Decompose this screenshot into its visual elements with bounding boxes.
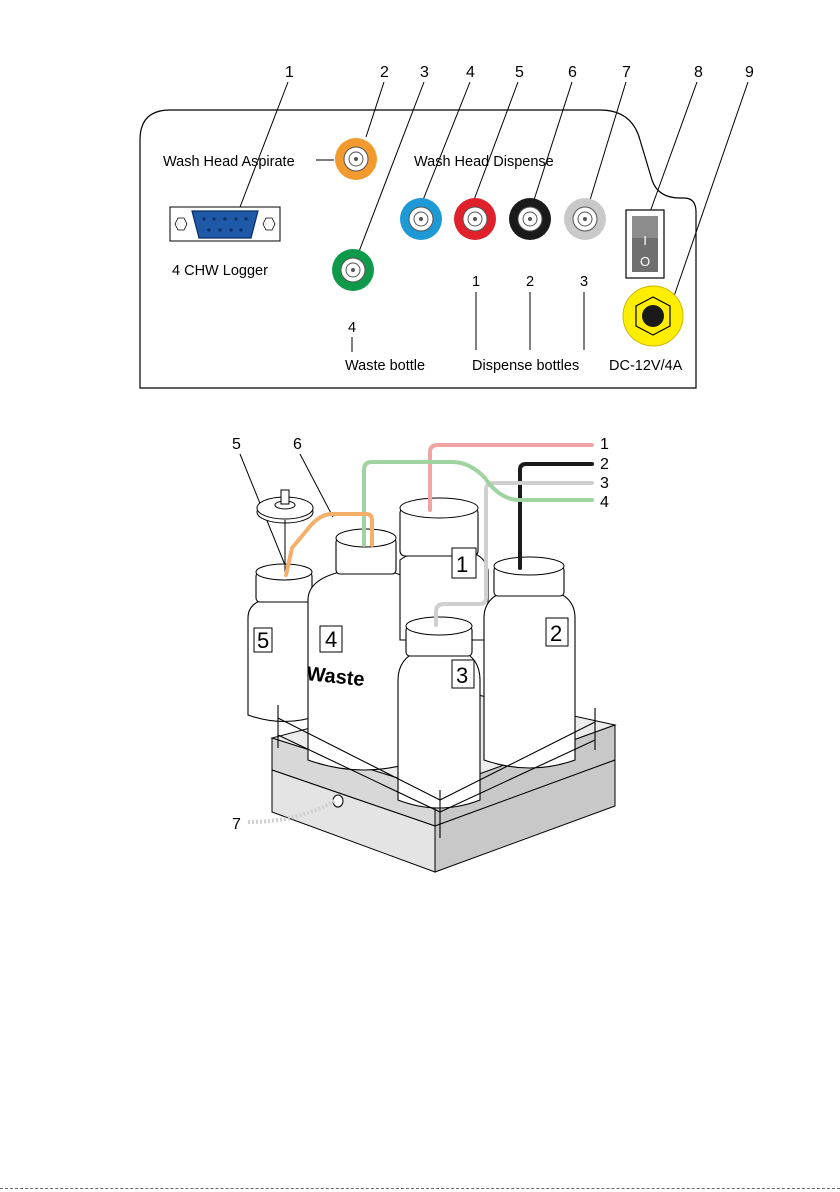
db9-connector xyxy=(170,207,280,241)
tube-callout-2: 2 xyxy=(600,456,609,473)
power-label: DC-12V/4A xyxy=(609,358,683,374)
leader-lines xyxy=(240,82,748,302)
callout-6-tube: 6 xyxy=(293,436,302,453)
callout-5: 5 xyxy=(515,64,524,81)
bottle-3-number: 3 xyxy=(456,663,468,688)
dispense-connector-black xyxy=(509,198,551,240)
tube-callout-1: 1 xyxy=(600,436,609,453)
tube-callout-4: 4 xyxy=(600,494,609,511)
callout-7-drain: 7 xyxy=(232,816,241,833)
callout-7: 7 xyxy=(622,64,631,81)
connector-panel: 1 2 3 4 5 6 7 8 9 xyxy=(140,64,754,388)
callout-8: 8 xyxy=(694,64,703,81)
callout-9: 9 xyxy=(745,64,754,81)
dispense-label: Wash Head Dispense xyxy=(414,154,554,170)
callout-4: 4 xyxy=(466,64,475,81)
bottle-assembly: 1 2 3 4 5 6 7 5 xyxy=(232,436,615,872)
dispense-num-1: 1 xyxy=(472,274,480,290)
dispense-num-3: 3 xyxy=(580,274,588,290)
dispense-connector-red xyxy=(454,198,496,240)
dispense-bottles-label: Dispense bottles xyxy=(472,358,579,374)
aspirate-label: Wash Head Aspirate xyxy=(163,154,295,170)
callout-1: 1 xyxy=(285,64,294,81)
svg-text:O: O xyxy=(640,254,650,269)
bottle-2 xyxy=(484,557,575,768)
dc-jack xyxy=(623,286,683,346)
page-footer-rule xyxy=(0,1188,840,1189)
bottle-4-number: 4 xyxy=(325,627,337,652)
dispense-num-2: 2 xyxy=(526,274,534,290)
callout-2: 2 xyxy=(380,64,389,81)
tube-callout-3: 3 xyxy=(600,475,609,492)
waste-bottle-label: Waste bottle xyxy=(345,358,425,374)
bottle-5-number: 5 xyxy=(257,628,269,653)
svg-text:I: I xyxy=(643,233,647,248)
bottle-1-number: 1 xyxy=(456,552,468,577)
dispense-connector-grey xyxy=(564,198,606,240)
callout-5-filter: 5 xyxy=(232,436,241,453)
callout-3: 3 xyxy=(420,64,429,81)
aspirate-connector xyxy=(335,138,377,180)
callout-6: 6 xyxy=(568,64,577,81)
bottle-2-number: 2 xyxy=(550,621,562,646)
dispense-connector-blue xyxy=(400,198,442,240)
bottle-3 xyxy=(398,617,480,808)
waste-number: 4 xyxy=(348,320,356,336)
waste-connector xyxy=(332,249,374,291)
logger-label: 4 CHW Logger xyxy=(172,263,268,279)
panel-outline xyxy=(140,110,696,388)
power-switch: I O xyxy=(626,210,664,278)
tube-2-black xyxy=(520,464,592,568)
